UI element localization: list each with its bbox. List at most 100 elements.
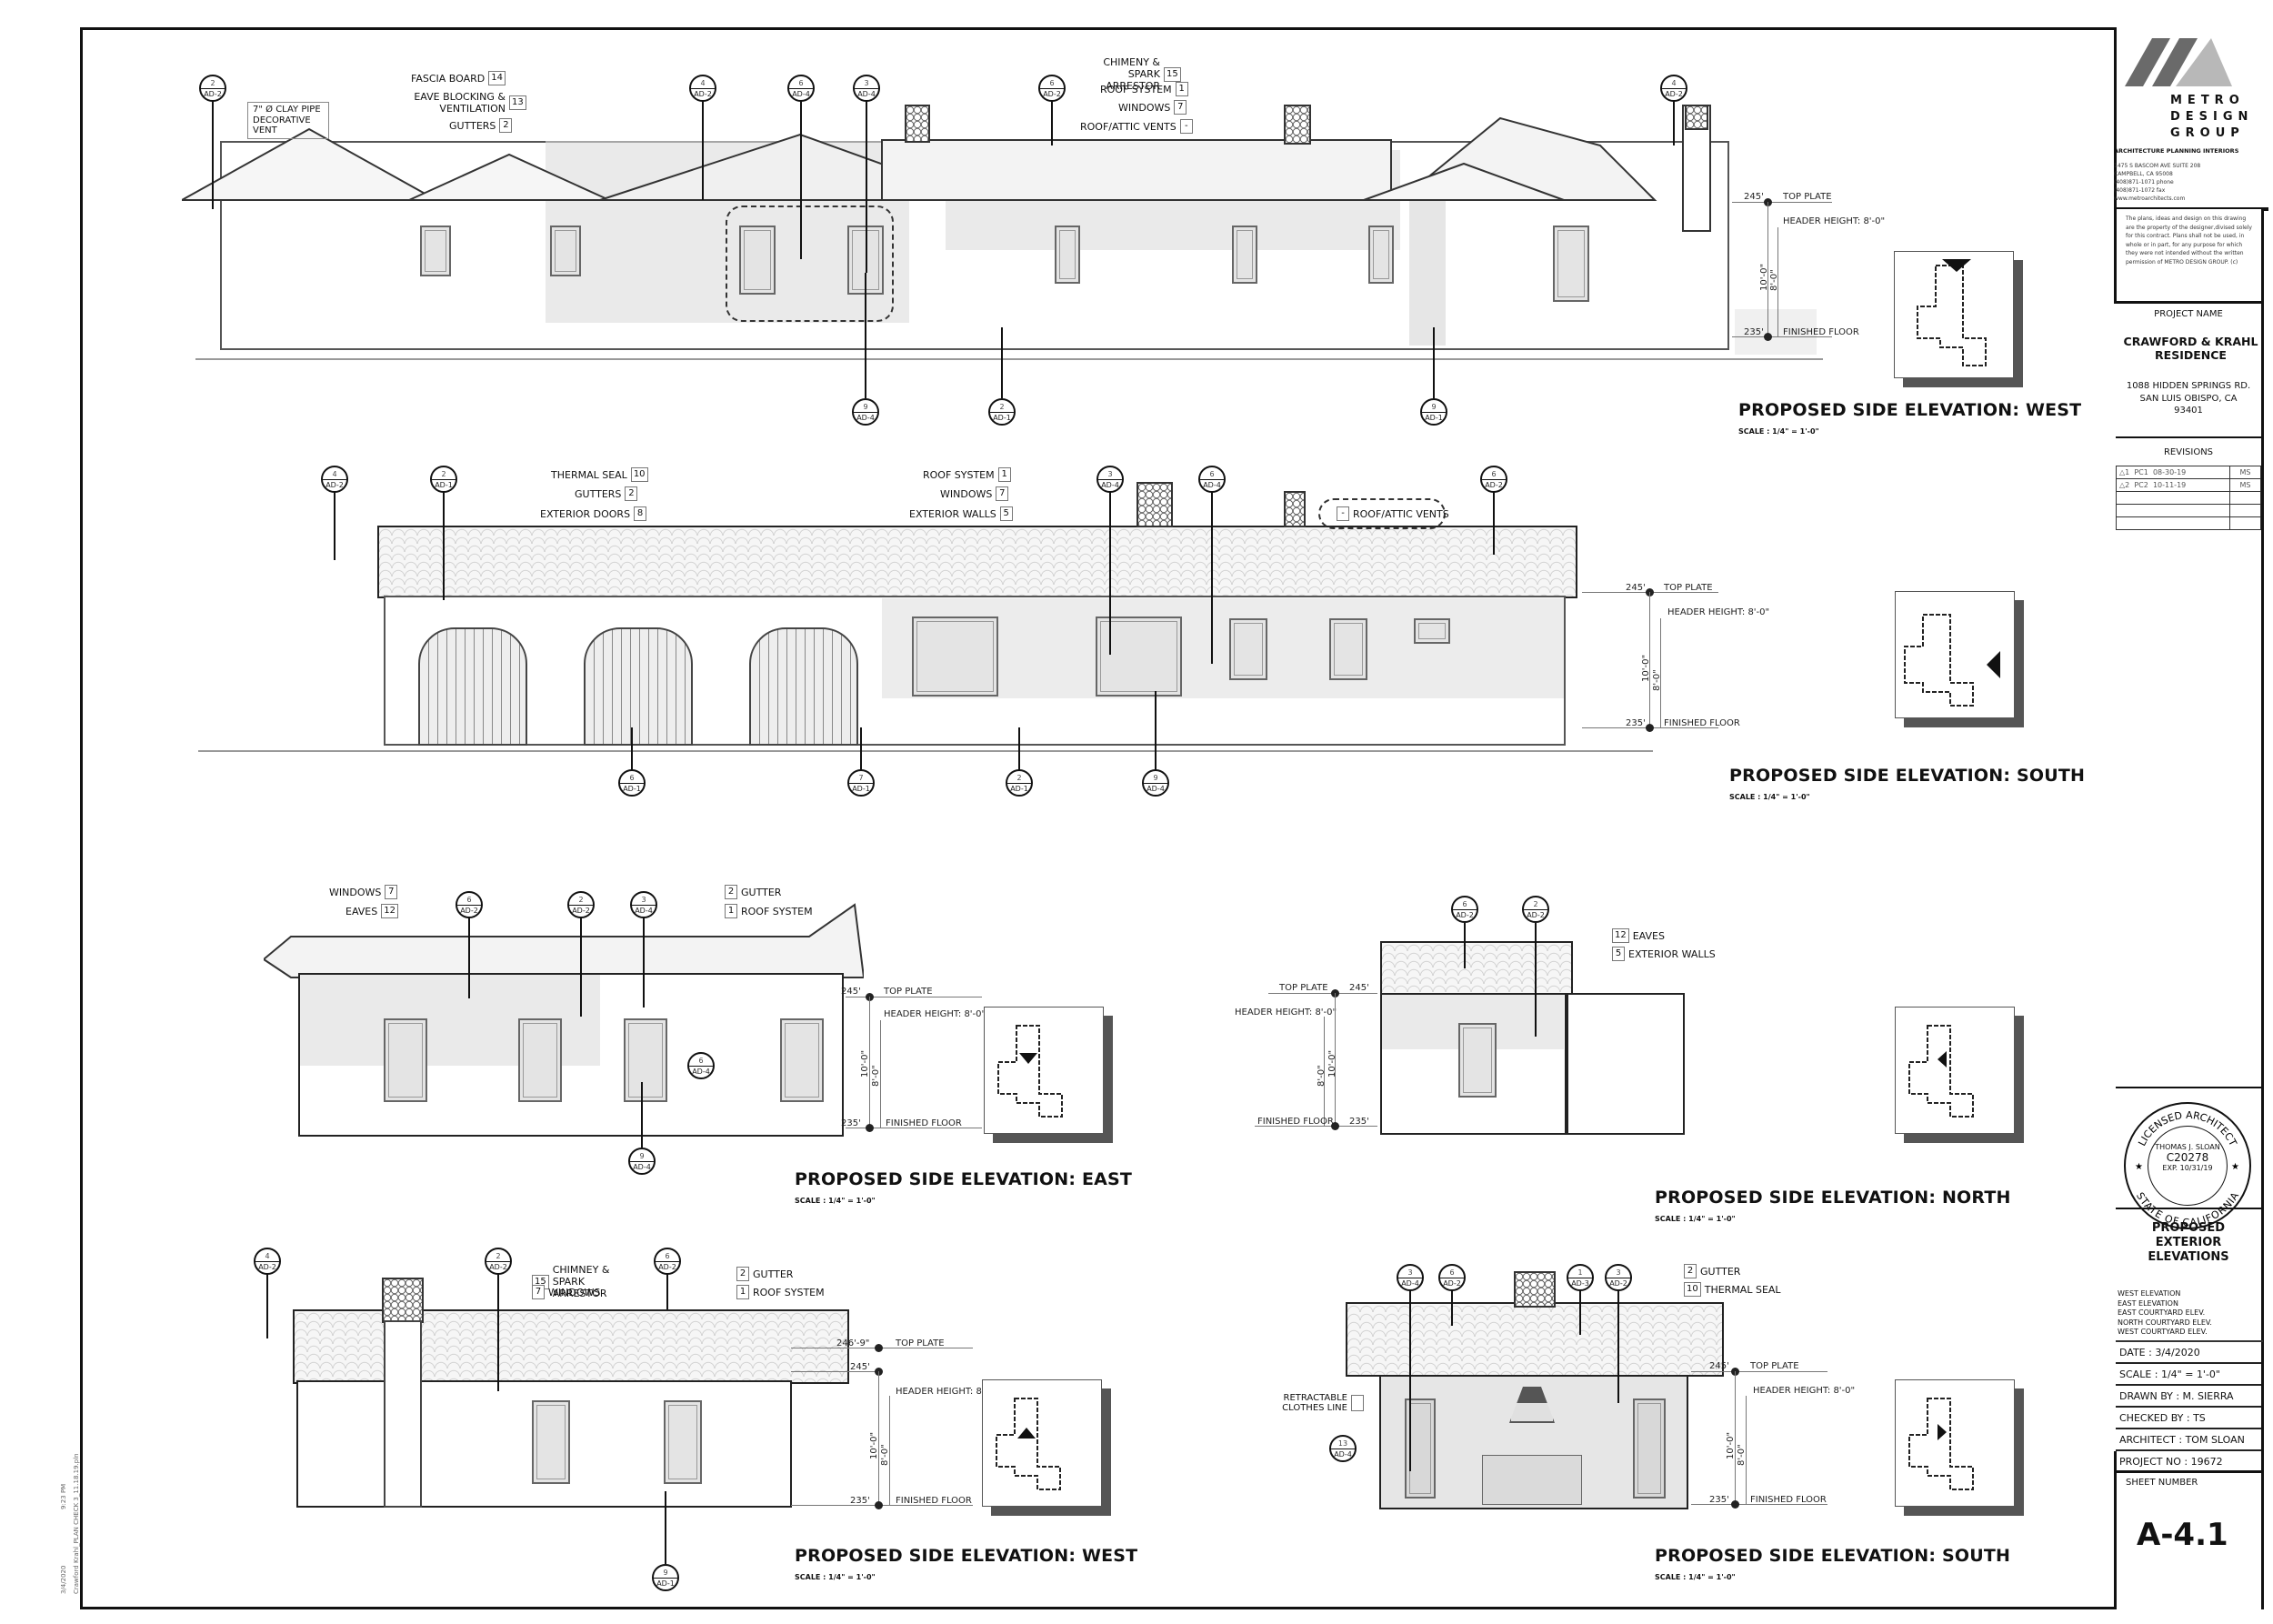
callout-label: GUTTERS <box>575 487 622 500</box>
callout-label: WINDOWS <box>1118 101 1171 114</box>
callout-number: 2 <box>736 1267 749 1281</box>
revision-row: △2 PC2 10-11-19 MS <box>2116 478 2261 492</box>
callout-chimney: CHIMENY & SPARK ARRESTOR 15 <box>1084 56 1181 92</box>
elevation-title: PROPOSED SIDE ELEVATION: SOUTH <box>1655 1546 2011 1566</box>
callout-roof-vents: - ROOF/ATTIC VENTS <box>1337 506 1449 521</box>
window <box>1553 226 1589 302</box>
firm-name-line: METRO <box>2170 94 2245 107</box>
bubble-leader <box>643 917 645 1007</box>
garage-door <box>418 627 527 746</box>
dimension-line <box>1324 1017 1325 1126</box>
firm-logo-icon <box>2125 38 2232 86</box>
firm-tagline: ARCHITECTURE PLANNING INTERIORS <box>2114 147 2239 155</box>
sheet-contents-item: WEST ELEVATION <box>2118 1289 2181 1298</box>
window <box>912 617 998 697</box>
key-plan <box>1895 591 2015 718</box>
elevation-scale: SCALE : 1/4" = 1'-0" <box>1738 427 1819 436</box>
project-name-line: CRAWFORD & KRAHL <box>2123 335 2258 348</box>
chimney-cap <box>1685 105 1708 130</box>
dimension-line <box>1777 227 1778 336</box>
level-label: FINISHED FLOOR <box>896 1496 972 1506</box>
key-plan <box>1894 251 2014 378</box>
roof <box>1346 1302 1724 1377</box>
dimension-line <box>878 1371 879 1504</box>
revision-entry: △2 PC2 10-11-19 <box>2116 478 2230 492</box>
chimney <box>1284 491 1306 527</box>
window <box>1414 618 1450 644</box>
window <box>550 226 581 276</box>
window <box>1329 618 1367 680</box>
level-label: FINISHED FLOOR <box>1257 1117 1334 1127</box>
callout-number: - <box>1179 119 1193 134</box>
elevation-value: 245' <box>1709 1361 1729 1371</box>
firm-address: 1475 S BASCOM AVE SUITE 208 CAMPBELL, CA… <box>2114 162 2200 203</box>
disclaimer-text: The plans, ideas and design on this draw… <box>2126 216 2252 266</box>
callout-label: ROOF SYSTEM <box>923 468 995 481</box>
sheet-title-line: EXTERIOR <box>2155 1236 2222 1249</box>
key-plan-icon <box>1908 1025 1974 1118</box>
elevation-value: 235' <box>850 1496 870 1506</box>
level-line <box>1255 1126 1377 1127</box>
revision-by: MS <box>2229 478 2261 492</box>
level-label: TOP PLATE <box>896 1338 945 1348</box>
ground-fill <box>1735 309 1817 355</box>
revision-cloud <box>726 206 894 322</box>
dimension-value: 10'-0" <box>860 1049 870 1078</box>
sheet-title: PROPOSED EXTERIOR ELEVATIONS <box>2116 1221 2261 1265</box>
callout-eaves: 12 EAVES <box>1612 928 1665 943</box>
bubble-leader <box>212 100 214 209</box>
dimension-value: 10'-0" <box>1759 263 1769 291</box>
callout-chimney: 15 CHIMNEY & SPARK ARRESTOR <box>532 1264 639 1299</box>
level-line <box>1732 336 1832 337</box>
sheet-contents-item: EAST COURTYARD ELEV. <box>2118 1308 2206 1317</box>
callout-roof-system: ROOF SYSTEM 1 <box>1100 82 1188 96</box>
elevation-value: 245' <box>1744 192 1764 202</box>
project-address-line: 93401 <box>2174 406 2203 416</box>
info-drawn-by: DRAWN BY : M. SIERRA <box>2116 1386 2261 1408</box>
dimension-line <box>889 1396 890 1505</box>
callout-label: ROOF SYSTEM <box>741 905 813 917</box>
firm-logo-block: METRO DESIGN GROUP ARCHITECTURE PLANNING… <box>2114 27 2268 209</box>
callout-windows: WINDOWS 7 <box>940 486 1009 501</box>
dimension-value: 8'-0" <box>871 1065 881 1087</box>
callout-label: RETRACTABLE CLOTHES LINE <box>1282 1393 1347 1413</box>
callout-label: WINDOWS <box>548 1286 601 1298</box>
elevation-value: 235' <box>841 1118 861 1128</box>
callout-label: THERMAL SEAL <box>551 468 627 481</box>
callout-number: 14 <box>488 71 506 85</box>
